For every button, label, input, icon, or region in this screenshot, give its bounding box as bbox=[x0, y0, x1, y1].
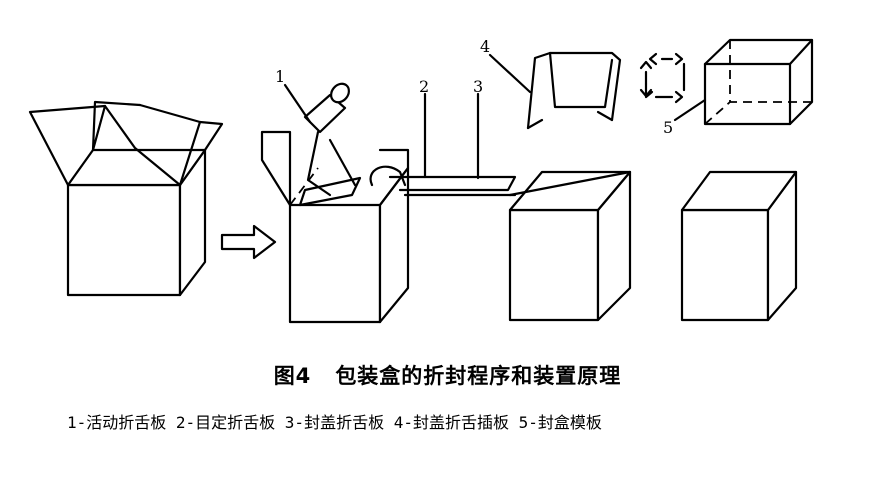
closed-box bbox=[680, 170, 798, 322]
folding-station-box bbox=[260, 82, 517, 324]
callout-1: 1 bbox=[275, 67, 285, 86]
open-box bbox=[28, 100, 224, 297]
figure-legend: 1-活动折舌板 2-目定折舌板 3-封盖折舌板 4-封盖折舌插板 5-封盒模板 bbox=[67, 413, 602, 432]
figure-number: 图4 bbox=[273, 364, 312, 388]
figure-caption: 图4 包装盒的折封程序和装置原理 bbox=[0, 360, 895, 390]
figure-title: 包装盒的折封程序和装置原理 bbox=[335, 364, 622, 388]
callout-2: 2 bbox=[419, 77, 429, 96]
lid-folding-box bbox=[508, 51, 632, 322]
callout-4: 4 bbox=[480, 37, 490, 56]
folding-diagram: 1 2 3 4 5 bbox=[28, 37, 814, 324]
box-template bbox=[703, 38, 814, 126]
feed-arrow-icon bbox=[220, 224, 277, 260]
callout-5: 5 bbox=[663, 118, 673, 137]
lid-insert-plate bbox=[526, 51, 622, 130]
cylinder-icon bbox=[303, 82, 350, 197]
callout-3: 3 bbox=[473, 77, 483, 96]
movement-arrows-icon bbox=[639, 52, 686, 104]
